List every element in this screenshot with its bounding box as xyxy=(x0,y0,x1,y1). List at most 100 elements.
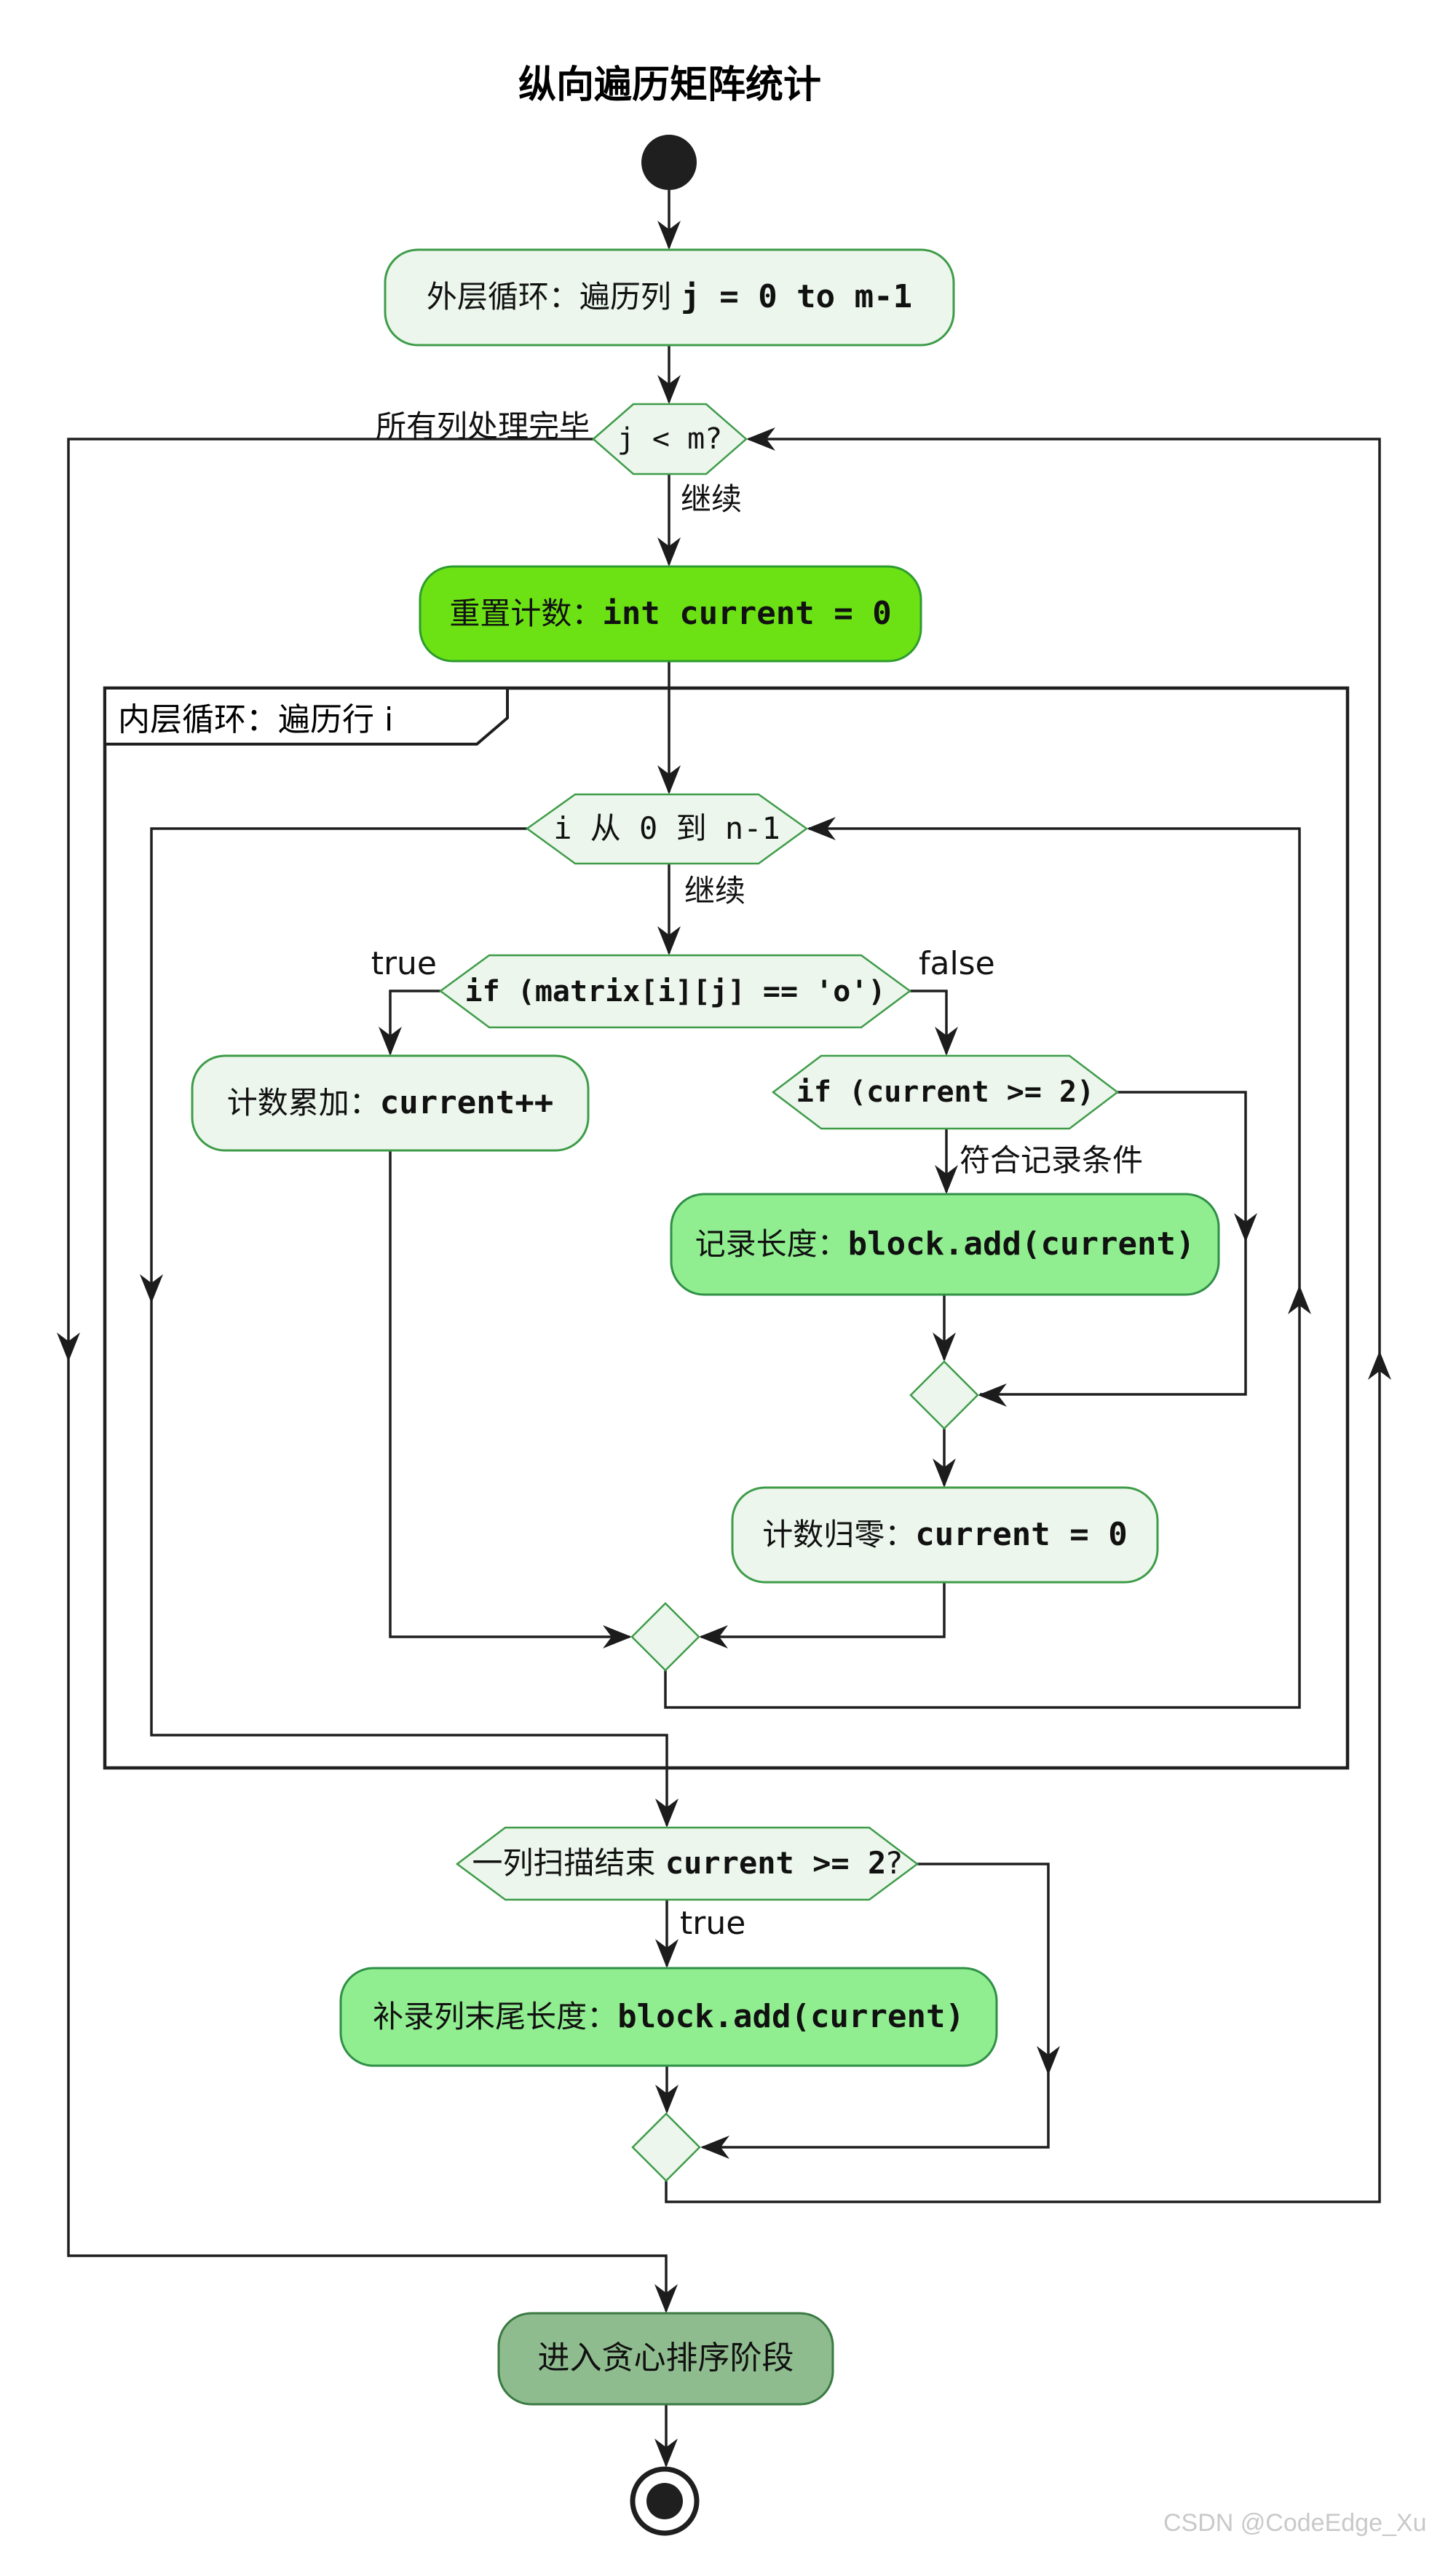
arrowhead xyxy=(657,375,681,404)
hexagon-cond-j xyxy=(592,403,748,475)
cond-end-suffix: ? xyxy=(886,1845,903,1881)
hexagon-cond-end xyxy=(455,1826,919,1901)
edge-outerloop-back xyxy=(665,438,1381,2203)
activity-append-tail-code: block.add(current) xyxy=(617,1997,965,2035)
activity-record-text: 记录长度： xyxy=(695,1225,848,1262)
activity-increment-shape xyxy=(191,1054,590,1152)
activity-reset: 重置计数：int current = 0 xyxy=(420,566,921,661)
arrowhead xyxy=(140,1274,163,1303)
edge-label-true-1: true xyxy=(371,945,437,982)
activity-increment-code: current++ xyxy=(379,1083,554,1121)
edge-increment-to-merge2 xyxy=(389,1150,630,1638)
arrowhead xyxy=(1368,1351,1391,1380)
arrowhead xyxy=(379,1027,402,1056)
cond-j-label: j < m? xyxy=(593,404,746,474)
edge-label-false-1: false xyxy=(919,945,995,982)
cond-current-label: if (current >= 2) xyxy=(773,1056,1117,1129)
arrowhead xyxy=(1037,2046,1060,2075)
cond-i-label: i 从 0 到 n-1 xyxy=(527,794,807,864)
arrowhead xyxy=(657,926,681,955)
cond-matrix-label: if (matrix[i][j] == 'o') xyxy=(440,955,910,1027)
activity-greedy-text: 进入贪心排序阶段 xyxy=(537,2339,794,2377)
edge-label-continue-2: 继续 xyxy=(684,873,746,909)
activity-append-tail-shape xyxy=(339,1967,998,2067)
activity-outer-loop: 外层循环：遍历列 j = 0 to m-1 xyxy=(385,250,954,345)
watermark: CSDN @CodeEdge_Xu xyxy=(1163,2509,1427,2537)
hexagon-cond-matrix xyxy=(438,954,912,1029)
merge-diamond-2 xyxy=(630,1602,700,1672)
activity-reset-code: int current = 0 xyxy=(602,594,892,632)
arrowhead xyxy=(935,1027,958,1056)
hexagon-cond-current xyxy=(771,1054,1120,1130)
arrowhead xyxy=(654,2438,678,2468)
edge-label-record-cond: 符合记录条件 xyxy=(960,1142,1144,1178)
edge-condcurrent-bypass xyxy=(980,1091,1247,1396)
edge-false-to-condcurrent xyxy=(910,990,948,1054)
arrowhead xyxy=(700,2136,729,2159)
activity-increment-text: 计数累加： xyxy=(226,1084,380,1121)
activity-outer-loop-code: j = 0 to m-1 xyxy=(681,278,913,316)
edge-outerloop-exit xyxy=(67,438,668,2311)
partition-title: 内层循环：遍历行 i xyxy=(118,701,394,738)
edge-label-continue-1: 继续 xyxy=(681,481,743,517)
arrowhead xyxy=(655,2085,678,2114)
cond-j-text: j < m? xyxy=(617,422,723,456)
edge-true-to-increment xyxy=(389,990,440,1054)
arrowhead xyxy=(746,427,775,451)
partition-title-tab xyxy=(103,687,509,746)
diagram-title: 纵向遍历矩阵统计 xyxy=(518,63,821,107)
cond-matrix-text: if (matrix[i][j] == 'o') xyxy=(464,974,886,1008)
arrowhead xyxy=(657,765,681,794)
edges xyxy=(67,190,1381,2465)
merge-diamond-3 xyxy=(631,2112,701,2182)
cond-end-label: 一列扫描结束 current >= 2? xyxy=(457,1828,917,1900)
partition-inner-loop xyxy=(103,686,1350,1770)
cond-current-text: if (current >= 2) xyxy=(796,1075,1095,1109)
arrowhead xyxy=(935,1165,958,1194)
activity-append-tail-text: 补录列末尾长度： xyxy=(373,1998,618,2034)
edge-resetzero-to-merge2 xyxy=(701,1582,946,1638)
arrowhead xyxy=(657,221,681,250)
arrowheads xyxy=(57,221,1391,2468)
start-node xyxy=(641,135,697,190)
activity-increment: 计数累加：current++ xyxy=(192,1056,588,1150)
activity-reset-zero: 计数归零：current = 0 xyxy=(732,1488,1158,1582)
activity-record: 记录长度：block.add(current) xyxy=(671,1194,1219,1295)
arrowhead xyxy=(807,817,836,840)
arrowhead xyxy=(655,1798,678,1828)
arrowhead xyxy=(933,1458,956,1488)
stop-node xyxy=(630,2466,700,2536)
edge-condend-bypass xyxy=(703,1863,1050,2149)
activity-greedy-shape xyxy=(497,2312,834,2406)
activity-reset-zero-text: 计数归零： xyxy=(762,1516,916,1552)
partition-border xyxy=(103,686,1350,1770)
edge-innerloop-back xyxy=(664,827,1301,1709)
activity-record-shape xyxy=(670,1193,1220,1296)
activity-reset-zero-code: current = 0 xyxy=(915,1515,1128,1553)
activity-greedy: 进入贪心排序阶段 xyxy=(499,2313,833,2404)
arrowhead xyxy=(657,537,681,566)
edge-label-true-2: true xyxy=(680,1905,746,1942)
arrowhead xyxy=(978,1383,1007,1407)
arrowhead xyxy=(1288,1285,1311,1314)
arrowhead xyxy=(655,1939,678,1968)
arrowhead xyxy=(603,1625,632,1648)
activity-record-code: block.add(current) xyxy=(847,1225,1195,1263)
edge-label-all-done: 所有列处理完毕 xyxy=(375,408,590,444)
arrowhead xyxy=(654,2284,678,2313)
cond-end-code: current >= 2 xyxy=(665,1845,887,1881)
cond-end-prefix: 一列扫描结束 xyxy=(472,1845,665,1881)
activity-append-tail: 补录列末尾长度：block.add(current) xyxy=(341,1968,997,2066)
arrowhead xyxy=(1234,1213,1257,1242)
cond-i-text: i 从 0 到 n-1 xyxy=(553,810,780,847)
arrowhead xyxy=(57,1332,80,1362)
edge-innerloop-exit xyxy=(150,827,668,1825)
arrowhead xyxy=(699,1625,728,1648)
activity-reset-zero-shape xyxy=(731,1486,1159,1584)
hexagon-cond-i xyxy=(525,793,809,865)
activity-reset-text: 重置计数： xyxy=(449,595,603,631)
merge-diamond-1 xyxy=(909,1360,979,1430)
activity-reset-shape xyxy=(419,565,922,663)
